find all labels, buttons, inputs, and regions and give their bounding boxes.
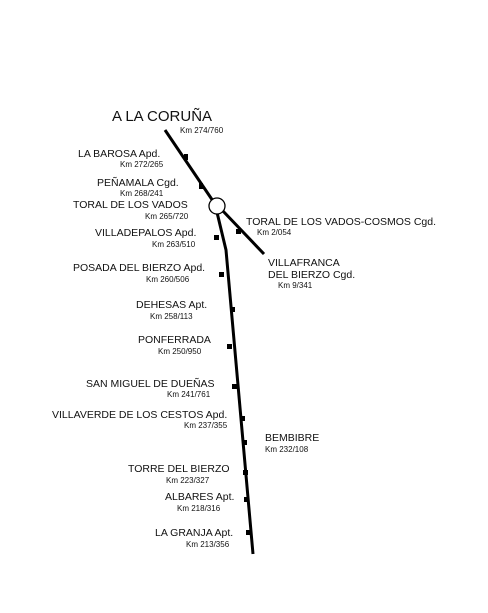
- station-name: LA BAROSA Apd.: [78, 148, 160, 160]
- station-km: Km 223/327: [166, 476, 210, 485]
- station-tick-albares: [244, 497, 249, 502]
- station-name: VILLAVERDE DE LOS CESTOS Apd.: [52, 409, 227, 421]
- branch-station-name: TORAL DE LOS VADOS-COSMOS Cgd.: [246, 216, 436, 228]
- station-tick-posada-del-bierzo: [219, 272, 224, 277]
- station-km: Km 265/720: [145, 212, 189, 221]
- branch-track-line: [220, 208, 266, 256]
- station-tick-la-granja: [246, 530, 251, 535]
- station-name: TORAL DE LOS VADOS: [73, 199, 188, 211]
- station-name: POSADA DEL BIERZO Apd.: [73, 262, 205, 274]
- station-tick-torre-del-bierzo: [243, 470, 248, 475]
- station-km: Km 268/241: [120, 189, 164, 198]
- station-km: Km 218/316: [177, 504, 221, 513]
- station-tick-villadepalos: [214, 235, 219, 240]
- station-name: BEMBIBRE: [265, 432, 319, 444]
- station-km: Km 237/355: [184, 421, 228, 430]
- station-km: Km 260/506: [146, 275, 190, 284]
- station-name: SAN MIGUEL DE DUEÑAS: [86, 377, 215, 390]
- main-track-line: [163, 129, 255, 555]
- station-km: Km 232/108: [265, 445, 309, 454]
- branch-station-km: Km 9/341: [278, 281, 313, 290]
- station-km: Km 250/950: [158, 347, 202, 356]
- station-tick-la-barosa: [184, 154, 188, 160]
- station-tick-ponferrada: [227, 344, 232, 349]
- station-name: ALBARES Apt.: [165, 491, 234, 503]
- terminus-name: A LA CORUÑA: [112, 108, 212, 125]
- station-km: Km 213/356: [186, 540, 230, 549]
- junction-toral-de-los-vados: [208, 197, 226, 215]
- station-tick-villaverde: [240, 416, 245, 421]
- station-km: Km 272/265: [120, 160, 164, 169]
- station-name: PONFERRADA: [138, 334, 211, 346]
- station-km: Km 258/113: [150, 312, 193, 321]
- branch-station-name-line1: VILLAFRANCA: [268, 257, 340, 269]
- station-name: TORRE DEL BIERZO: [128, 463, 230, 475]
- station-tick-penamala: [199, 183, 203, 189]
- station-tick-dehesas: [230, 307, 235, 312]
- station-km: Km 241/761: [167, 390, 211, 399]
- station-tick-toral-cosmos: [236, 229, 241, 234]
- terminus-km: Km 274/760: [180, 126, 224, 135]
- station-name: VILLADEPALOS Apd.: [95, 227, 196, 239]
- station-name: PEÑAMALA Cgd.: [97, 176, 179, 189]
- station-tick-san-miguel: [232, 384, 237, 389]
- station-name: DEHESAS Apt.: [136, 299, 207, 311]
- station-tick-bembibre: [242, 440, 247, 445]
- branch-station-name-line2: DEL BIERZO Cgd.: [268, 269, 355, 281]
- branch-station-km: Km 2/054: [257, 228, 292, 237]
- station-name: LA GRANJA Apt.: [155, 527, 233, 539]
- station-km: Km 263/510: [152, 240, 196, 249]
